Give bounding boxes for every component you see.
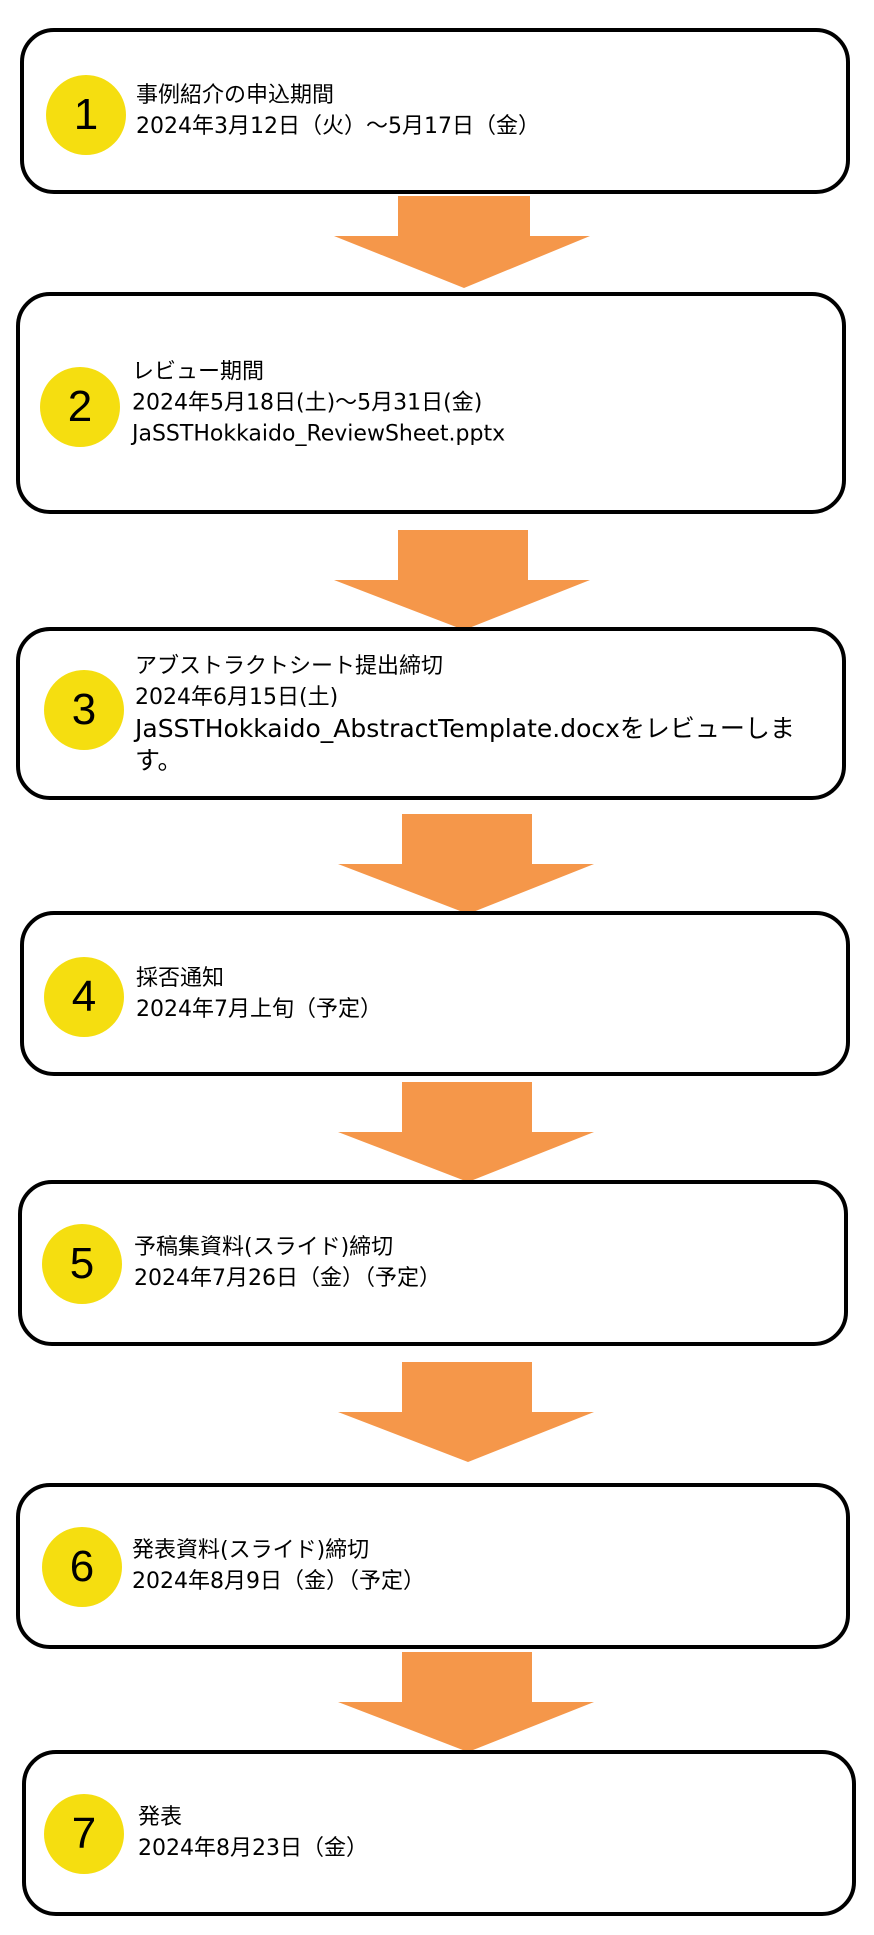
- step-7-text: 発表 2024年8月23日（金）: [138, 1802, 828, 1864]
- step-7-box: 7 発表 2024年8月23日（金）: [22, 1750, 856, 1916]
- step-5-box: 5 予稿集資料(スライド)締切 2024年7月26日（金）（予定）: [18, 1180, 848, 1346]
- step-3-number-badge: 3: [44, 670, 124, 750]
- step-6-date: 2024年8月9日（金）（予定）: [132, 1569, 425, 1594]
- step-2-title: レビュー期間: [132, 359, 265, 385]
- step-6-text: 発表資料(スライド)締切 2024年8月9日（金）（予定）: [132, 1535, 822, 1597]
- down-arrow-3-4: [338, 814, 594, 914]
- step-3-text: アブストラクトシート提出締切 2024年6月15日(土) JaSSTHokkai…: [135, 651, 818, 777]
- down-arrow-4-5: [338, 1082, 594, 1182]
- step-5-date: 2024年7月26日（金）（予定）: [134, 1266, 441, 1291]
- step-4-box: 4 採否通知 2024年7月上旬（予定）: [20, 911, 850, 1076]
- step-6-title: 発表資料(スライド)締切: [132, 1538, 370, 1563]
- step-4-text: 採否通知 2024年7月上旬（予定）: [136, 963, 822, 1025]
- step-7-date: 2024年8月23日（金）: [138, 1836, 368, 1861]
- step-6-number-badge: 6: [42, 1527, 122, 1607]
- step-3-file-note: JaSSTHokkaido_AbstractTemplate.docxをレビュー…: [135, 713, 795, 775]
- step-7-number-badge: 7: [44, 1794, 124, 1874]
- down-arrow-1-2: [334, 196, 590, 288]
- down-arrow-5-6: [338, 1362, 594, 1462]
- down-arrow-2-3: [334, 530, 590, 630]
- step-2-number-badge: 2: [40, 367, 120, 447]
- step-3-title: アブストラクトシート提出締切: [135, 653, 444, 679]
- step-5-number-badge: 5: [42, 1224, 122, 1304]
- step-4-date: 2024年7月上旬（予定）: [136, 996, 382, 1022]
- step-2-date: 2024年5月18日(土)～5月31日(金): [132, 390, 483, 416]
- step-7-title: 発表: [138, 1805, 183, 1830]
- step-1-number-badge: 1: [46, 75, 126, 155]
- step-5-text: 予稿集資料(スライド)締切 2024年7月26日（金）（予定）: [134, 1232, 820, 1294]
- step-2-file: JaSSTHokkaido_ReviewSheet.pptx: [132, 421, 506, 447]
- step-5-title: 予稿集資料(スライド)締切: [134, 1235, 394, 1260]
- step-4-number-badge: 4: [44, 957, 124, 1037]
- step-3-box: 3 アブストラクトシート提出締切 2024年6月15日(土) JaSSTHokk…: [16, 627, 846, 800]
- step-1-text: 事例紹介の申込期間 2024年3月12日（火）～5月17日（金）: [136, 80, 822, 142]
- step-2-box: 2 レビュー期間 2024年5月18日(土)～5月31日(金) JaSSTHok…: [16, 292, 846, 514]
- step-4-title: 採否通知: [136, 965, 225, 991]
- step-2-text: レビュー期間 2024年5月18日(土)～5月31日(金) JaSSTHokka…: [132, 357, 818, 450]
- step-3-date: 2024年6月15日(土): [135, 684, 339, 710]
- step-1-date: 2024年3月12日（火）～5月17日（金）: [136, 114, 540, 139]
- down-arrow-6-7: [338, 1652, 594, 1752]
- step-1-box: 1 事例紹介の申込期間 2024年3月12日（火）～5月17日（金）: [20, 28, 850, 194]
- step-6-box: 6 発表資料(スライド)締切 2024年8月9日（金）（予定）: [16, 1483, 850, 1649]
- step-1-title: 事例紹介の申込期間: [136, 83, 335, 108]
